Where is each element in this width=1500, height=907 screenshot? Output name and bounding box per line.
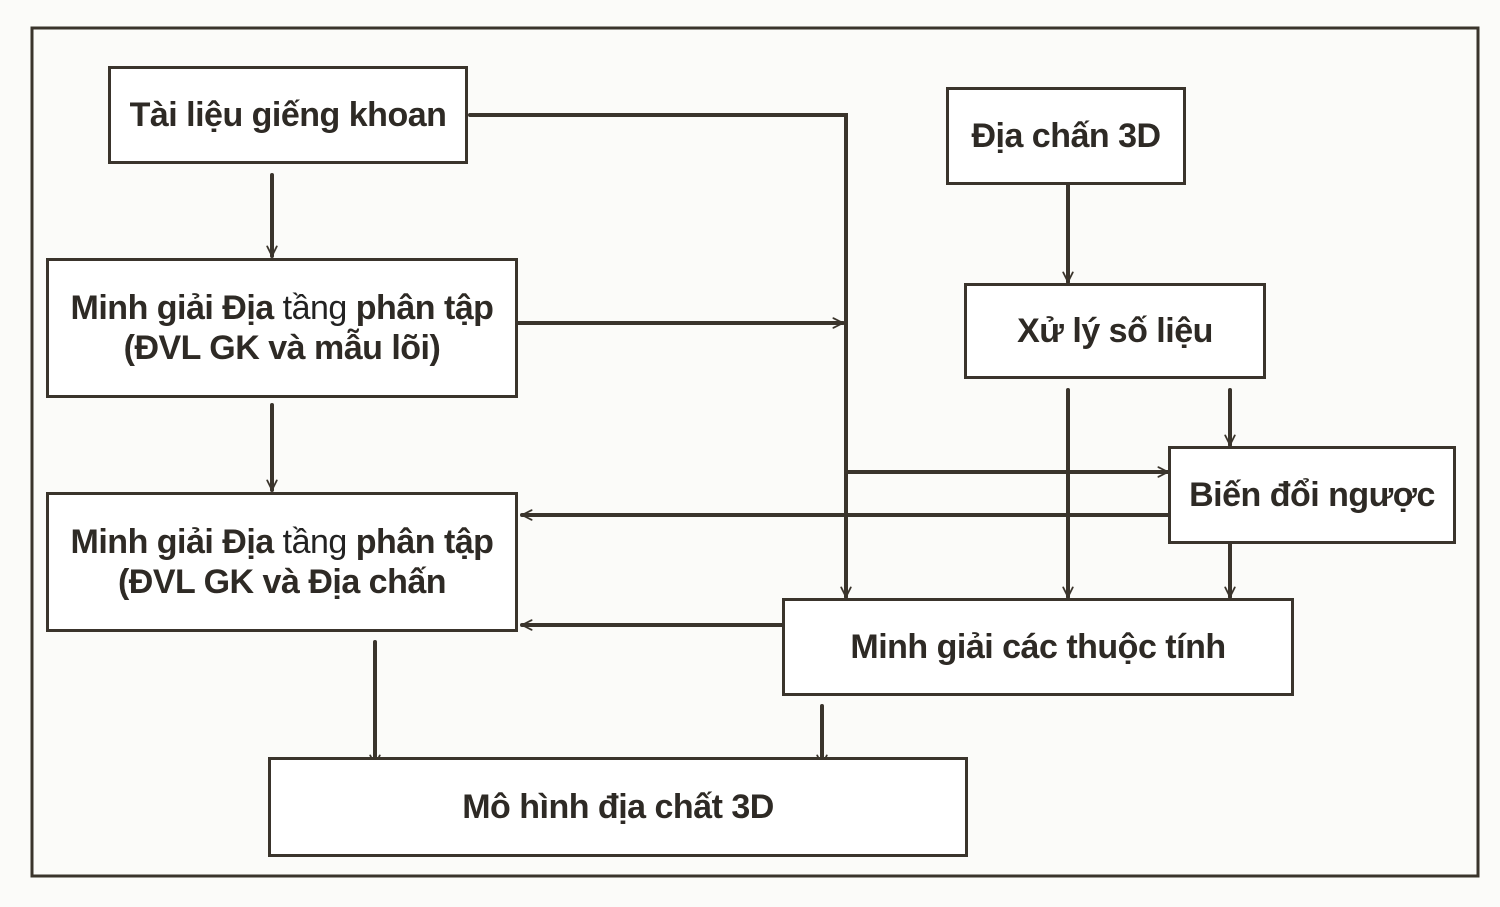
node-strat-core: Minh giải Địa tầng phân tập (ĐVL GK và m… <box>46 258 518 398</box>
node-attributes-label: Minh giải các thuộc tính <box>850 628 1226 666</box>
node-strat-core-line1-part-b: tầng <box>282 289 348 327</box>
node-strat-seismic: Minh giải Địa tầng phân tập (ĐVL GK và Đ… <box>46 492 518 632</box>
node-strat-seismic-line1: Minh giải Địa tầng phân tập <box>71 522 494 562</box>
node-inversion: Biến đổi ngược <box>1168 446 1456 544</box>
outer-frame <box>30 26 1480 878</box>
node-strat-seismic-line1-part-a: Minh giải Địa <box>70 523 283 561</box>
node-well-data: Tài liệu giếng khoan <box>108 66 468 164</box>
node-data-processing-label: Xử lý số liệu <box>1017 312 1213 350</box>
node-data-processing: Xử lý số liệu <box>964 283 1266 379</box>
node-well-data-label: Tài liệu giếng khoan <box>129 96 447 134</box>
node-attributes: Minh giải các thuộc tính <box>782 598 1294 696</box>
node-strat-core-line1-part-c: phân tập <box>346 289 494 327</box>
node-inversion-label: Biến đổi ngược <box>1189 476 1435 514</box>
node-seismic-3d: Địa chấn 3D <box>946 87 1186 185</box>
node-strat-core-line1-part-a: Minh giải Địa <box>70 289 283 327</box>
node-strat-core-line2: (ĐVL GK và mẫu lõi) <box>123 329 441 367</box>
node-strat-seismic-line1-part-c: phân tập <box>346 523 494 561</box>
node-strat-core-line1: Minh giải Địa tầng phân tập <box>71 288 494 328</box>
node-strat-seismic-line1-part-b: tầng <box>282 523 348 561</box>
edge-well-to-attributes <box>468 113 852 599</box>
node-geo-model-label: Mô hình địa chất 3D <box>462 788 774 826</box>
node-strat-seismic-line2: (ĐVL GK và Địa chấn <box>117 563 447 601</box>
node-seismic-3d-label: Địa chấn 3D <box>971 117 1161 155</box>
node-geo-model: Mô hình địa chất 3D <box>268 757 968 857</box>
